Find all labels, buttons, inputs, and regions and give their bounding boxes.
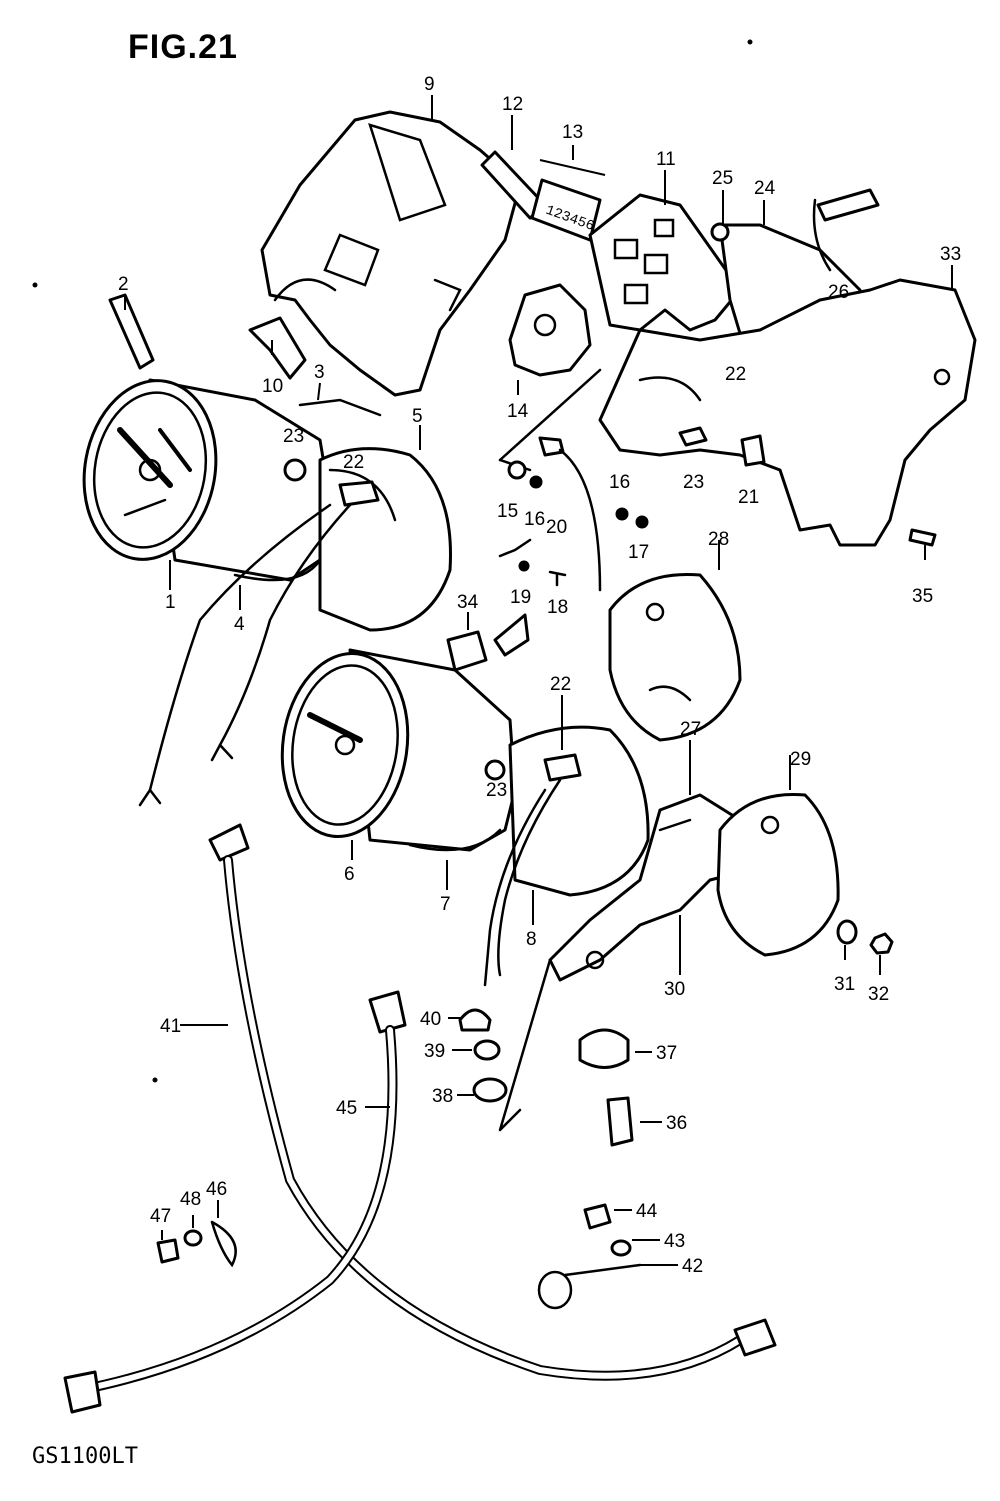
small-hardware-cluster	[498, 426, 937, 592]
callout-13: 13	[562, 122, 583, 143]
callout-labels: 9 12 13 11 25 24 33 2 26 22 3 10 14 5 23…	[118, 74, 961, 1277]
callout-10: 10	[262, 376, 283, 397]
meter-upper-cover	[260, 110, 522, 397]
callout-47: 47	[150, 1206, 171, 1227]
callout-43: 43	[664, 1231, 685, 1252]
speedometer-gasket	[233, 558, 322, 582]
meter-lamp-wire	[298, 398, 382, 417]
callout-24: 24	[754, 178, 776, 199]
callout-29: 29	[790, 749, 811, 770]
callout-22-tach: 22	[550, 674, 571, 695]
meter-lower-case	[598, 278, 977, 547]
callout-18: 18	[547, 597, 568, 618]
flat-washer	[472, 1077, 508, 1103]
indicator-lens-strip	[480, 150, 547, 220]
callout-17: 17	[628, 542, 649, 563]
callout-19: 19	[510, 587, 531, 608]
callout-20: 20	[546, 517, 567, 538]
callout-48: 48	[180, 1189, 201, 1210]
speedometer-cable	[208, 823, 777, 1381]
tachometer-case	[484, 725, 650, 897]
odometer-digit-plate: 123456	[530, 178, 602, 242]
callout-27: 27	[680, 719, 701, 740]
callout-33: 33	[940, 244, 961, 265]
speedometer-back-cover	[608, 572, 742, 742]
meter-bulb	[108, 293, 155, 370]
model-code: GS1100LT	[32, 1444, 138, 1469]
callout-1: 1	[165, 592, 176, 613]
callout-26: 26	[828, 282, 849, 303]
callout-44: 44	[636, 1201, 658, 1222]
callout-36: 36	[666, 1113, 687, 1134]
callout-34: 34	[457, 592, 479, 613]
tachometer-gasket	[408, 828, 502, 852]
damper	[578, 1028, 630, 1069]
callout-16-right: 16	[609, 472, 630, 493]
callout-22-top: 22	[725, 364, 746, 385]
callout-23-speedo: 23	[283, 426, 304, 447]
callout-12: 12	[502, 94, 523, 115]
callout-38: 38	[432, 1086, 453, 1107]
figure-title: FIG.21	[128, 28, 238, 66]
callout-23-tach: 23	[486, 780, 507, 801]
callout-2: 2	[118, 274, 129, 295]
leader-lines	[124, 95, 953, 1266]
callout-22-speedo: 22	[343, 452, 364, 473]
tachometer	[280, 648, 517, 852]
cable-clamp-hardware	[156, 1203, 642, 1310]
callout-39: 39	[424, 1041, 445, 1062]
nut	[869, 932, 894, 955]
callout-16-left: 16	[524, 509, 545, 530]
callout-42: 42	[682, 1256, 703, 1277]
callout-25: 25	[712, 168, 733, 189]
callout-30: 30	[664, 979, 685, 1000]
callout-6: 6	[344, 864, 355, 885]
callout-40: 40	[420, 1009, 441, 1030]
spring-washer	[473, 1039, 501, 1061]
tachometer-back-cover	[716, 792, 840, 957]
speedometer-case	[318, 447, 452, 632]
callout-35: 35	[912, 586, 933, 607]
washer	[836, 919, 858, 945]
speedometer	[82, 378, 332, 582]
callout-46: 46	[206, 1179, 227, 1200]
callout-5: 5	[412, 406, 423, 427]
mounting-stud	[606, 1096, 634, 1147]
callout-7: 7	[440, 894, 451, 915]
callout-9: 9	[424, 74, 435, 95]
callout-4: 4	[234, 614, 245, 635]
callout-14: 14	[507, 401, 529, 422]
tachometer-cable	[63, 990, 407, 1414]
indicator-lamp-panel	[588, 193, 742, 332]
callout-31: 31	[834, 974, 855, 995]
callout-3: 3	[314, 362, 325, 383]
lamp-socket-board	[508, 283, 592, 377]
cap-nut	[458, 1008, 492, 1032]
callout-8: 8	[526, 929, 537, 950]
callout-41: 41	[160, 1016, 181, 1037]
callout-15: 15	[497, 501, 518, 522]
rubber-grommet	[446, 630, 488, 672]
meter-bezel-clip	[248, 316, 307, 380]
callout-23-right: 23	[683, 472, 704, 493]
callout-11: 11	[656, 149, 676, 170]
callout-28: 28	[708, 529, 729, 550]
callout-21: 21	[738, 487, 759, 508]
callout-45: 45	[336, 1098, 357, 1119]
callout-32: 32	[868, 984, 889, 1005]
callout-37: 37	[656, 1043, 677, 1064]
